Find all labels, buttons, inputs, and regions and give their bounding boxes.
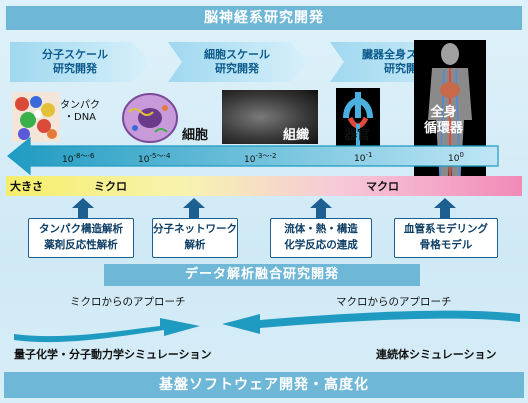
- research-box-network: 分子ネットワーク解析: [152, 218, 238, 258]
- micro-approach-arrow: [14, 318, 200, 343]
- scale-value-3: 10-3～-2: [244, 152, 277, 165]
- micro-approach-label: ミクロからのアプローチ: [70, 296, 186, 308]
- bottom-banner: 基盤ソフトウェア開発・高度化: [4, 372, 524, 398]
- chevron-cellular-label: 細胞スケール研究開発: [204, 48, 270, 75]
- tissue-label: 組織: [283, 128, 310, 143]
- scale-value-2: 10-5～-4: [138, 152, 171, 165]
- research-box-vascular: 血管系モデリング骨格モデル: [394, 218, 498, 258]
- macro-simulation-label: 連続体シミュレーション: [376, 348, 497, 361]
- up-arrows: [72, 198, 456, 218]
- macro-approach-label: マクロからのアプローチ: [336, 296, 452, 308]
- chevron-molecular: [10, 42, 150, 82]
- macro-label: マクロ: [366, 180, 399, 193]
- chevron-molecular-label: 分子スケール研究開発: [42, 48, 108, 75]
- scale-value-1: 10-8～-6: [62, 152, 95, 165]
- middle-banner: データ解析融合研究開発: [104, 264, 420, 286]
- research-box-protein: タンパク構造解析薬剤反応性解析: [28, 218, 134, 258]
- tissue-image: [222, 90, 318, 144]
- organ-image: [336, 88, 380, 150]
- title-banner: 脳神経系研究開発: [6, 6, 522, 30]
- organ-label: 器官: [344, 128, 371, 143]
- protein-image: [12, 92, 60, 142]
- scale-arrow: [7, 136, 499, 176]
- circulatory-label: 全身循環器: [424, 105, 464, 136]
- cell-label: 細胞: [182, 128, 209, 143]
- macro-approach-arrow: [222, 310, 520, 334]
- cell-image: [122, 93, 178, 143]
- scale-value-5: 100: [448, 151, 464, 164]
- size-label: 大きさ: [10, 180, 43, 193]
- chevron-cellular: [168, 42, 308, 82]
- micro-simulation-label: 量子化学・分子動力学シミュレーション: [14, 348, 212, 361]
- scale-value-4: 10-1: [354, 151, 373, 164]
- protein-dna-label: タンパク・DNA: [60, 100, 100, 123]
- scale-gradient-band: [6, 176, 522, 196]
- micro-label: ミクロ: [94, 180, 127, 193]
- research-box-fluid: 流体・熱・構造化学反応の連成: [270, 218, 372, 258]
- approach-arrows: [14, 310, 520, 343]
